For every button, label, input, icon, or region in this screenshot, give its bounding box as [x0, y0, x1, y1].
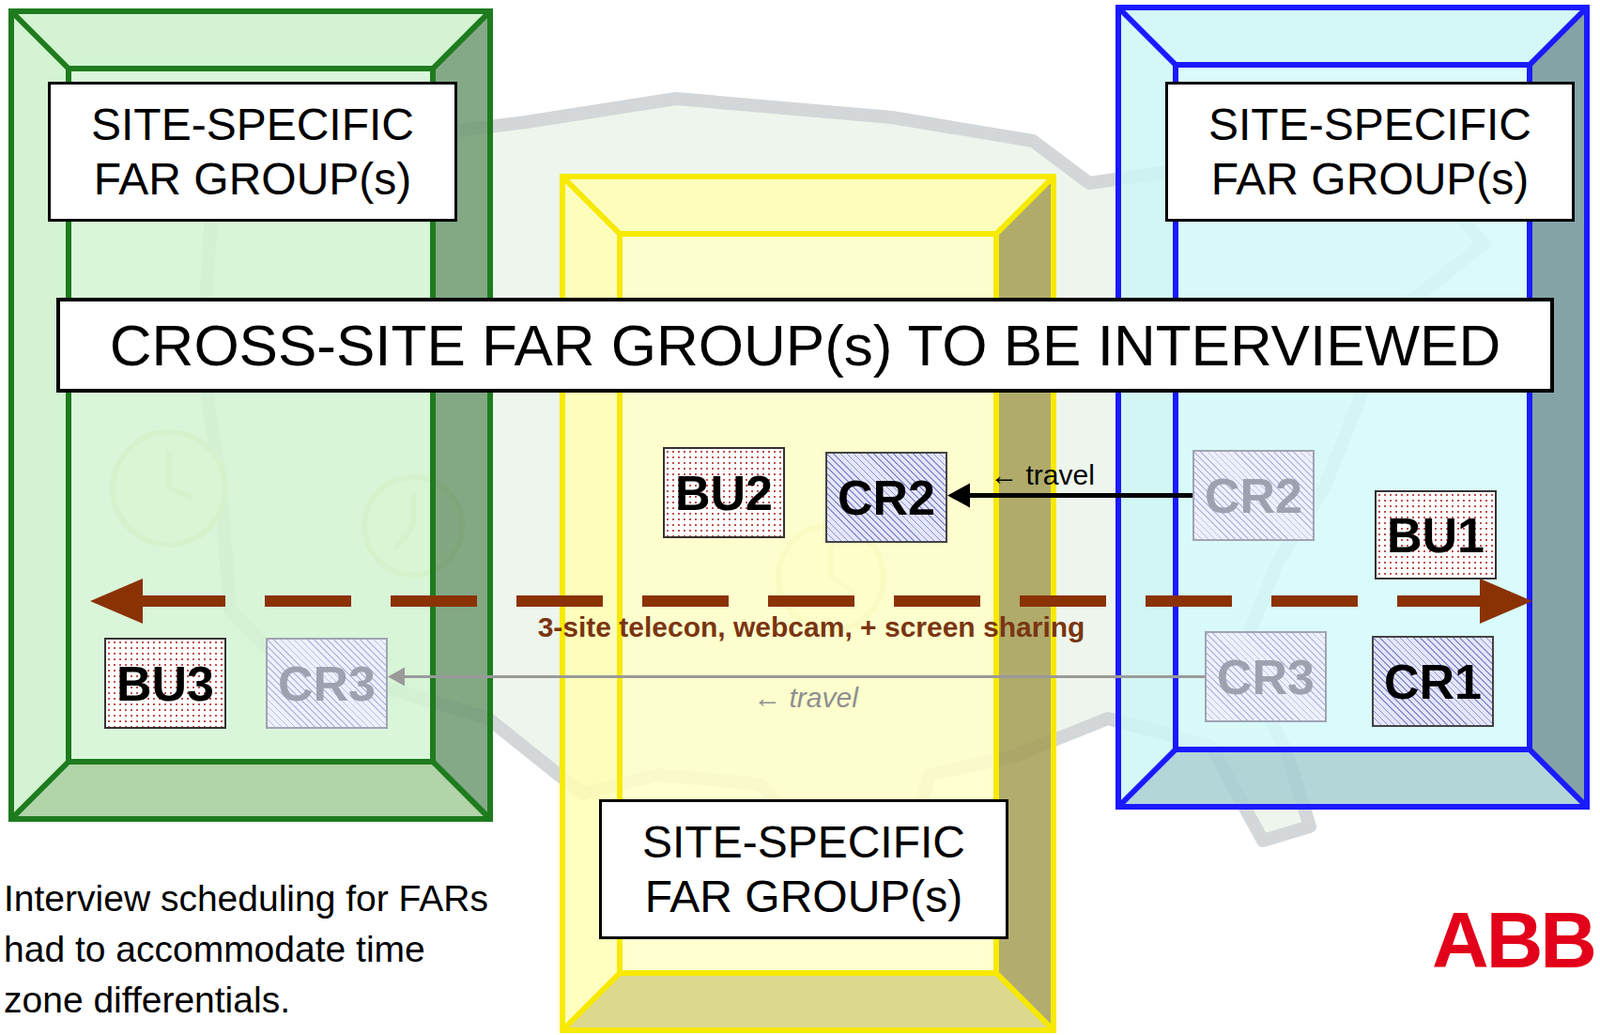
site-region: SITE-SPECIFIC FAR GROUP(s) CR2BU1CR3 CR1	[1115, 4, 1590, 810]
box-label: CR2	[1204, 471, 1303, 521]
region-bevel-bottom	[1115, 749, 1590, 810]
connector-label: ← travel	[989, 461, 1095, 490]
telecon-arrowhead	[1479, 578, 1533, 624]
business-unit-box: BU2	[662, 446, 785, 539]
traveled-rep-box: CR3	[1204, 630, 1327, 723]
region-bevel-edge	[1529, 749, 1587, 807]
business-unit-box: BU3	[104, 637, 227, 729]
connector-label: ← travel	[753, 683, 859, 712]
region-outer-border	[1118, 7, 1587, 807]
region-bevel-edge	[562, 972, 620, 1031]
region-bevel-edge	[1118, 749, 1176, 807]
region-bevel-edge	[996, 972, 1054, 1031]
region-bevel-edge	[1118, 7, 1176, 65]
box-label: BU2	[675, 468, 773, 518]
customer-rep-box: CR2	[825, 451, 948, 543]
site-group-label: SITE-SPECIFIC FAR GROUP(s)	[599, 799, 1009, 939]
region-bevel-edge	[996, 176, 1054, 234]
region-bevel-edge	[562, 176, 620, 234]
connector-line	[968, 492, 1193, 498]
telecon-dashed-line	[138, 595, 1482, 607]
business-unit-box: BU1	[1374, 490, 1497, 580]
region-bevel-edge	[1529, 7, 1587, 65]
caption-note: Interview scheduling for FARs had to acc…	[3, 873, 493, 1026]
region-outer-border	[11, 11, 491, 819]
telecon-arrowhead	[90, 578, 143, 624]
region-bevel-edge	[11, 761, 69, 819]
box-label: BU1	[1386, 510, 1485, 560]
customer-rep-box: CR1	[1371, 635, 1494, 727]
region-bevel-edge	[432, 11, 491, 69]
region-bevel-edge	[11, 11, 69, 69]
region-bevel-bottom	[559, 972, 1057, 1033]
region-bevel-edge	[432, 761, 491, 819]
connector-arrowhead	[947, 483, 970, 508]
region-bevel-top	[559, 173, 1057, 234]
box-label: CR3	[1216, 652, 1315, 702]
traveled-rep-box: CR2	[1192, 449, 1315, 541]
region-bevel-top	[8, 8, 493, 69]
box-label: CR3	[277, 659, 376, 708]
site-group-label: SITE-SPECIFIC FAR GROUP(s)	[1165, 81, 1575, 222]
connector-line	[402, 675, 1205, 678]
connector-arrowhead	[387, 667, 405, 687]
company-logo: ABB	[1431, 896, 1595, 984]
cross-site-banner: CROSS-SITE FAR GROUP(s) TO BE INTERVIEWE…	[56, 297, 1554, 393]
traveled-rep-box: CR3	[265, 637, 388, 729]
box-label: CR1	[1384, 657, 1482, 707]
box-label: BU3	[116, 659, 215, 708]
site-region: SITE-SPECIFIC FAR GROUP(s) BU3 CR3	[8, 8, 493, 822]
box-label: CR2	[837, 473, 936, 523]
banner-text: CROSS-SITE FAR GROUP(s) TO BE INTERVIEWE…	[109, 316, 1501, 375]
region-bevel-bottom	[8, 761, 493, 822]
telecon-label: 3-site telecon, webcam, + screen sharing	[538, 611, 1086, 643]
site-group-label: SITE-SPECIFIC FAR GROUP(s)	[47, 81, 458, 222]
region-bevel-top	[1115, 4, 1590, 65]
